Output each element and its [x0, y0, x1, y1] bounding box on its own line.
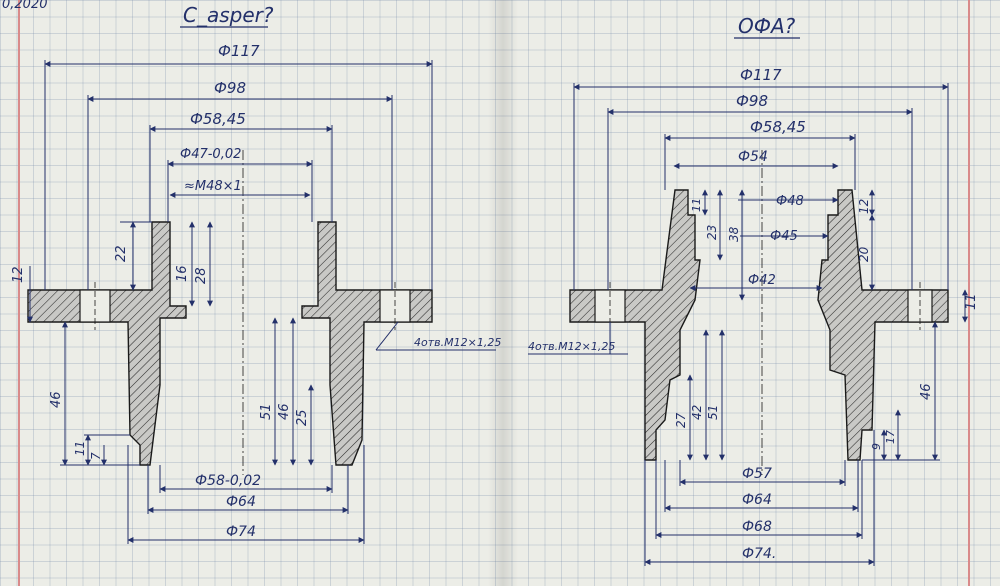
- left-dim-d64: Ф64: [226, 494, 256, 510]
- left-dim-h7: 7: [89, 452, 103, 460]
- left-part-drawing: С_asper?: [11, 3, 501, 544]
- corner-date: 0,2020: [2, 0, 48, 12]
- right-dim-h23: 23: [705, 225, 719, 240]
- right-dim-h20: 20: [857, 246, 871, 262]
- left-title: С_asper?: [183, 3, 274, 27]
- left-dim-h11: 11: [73, 441, 87, 456]
- right-dim-holes: 4отв.М12×1,25: [528, 340, 615, 353]
- right-dim-h9: 9: [870, 443, 883, 450]
- left-dim-h16: 16: [175, 265, 190, 282]
- left-dim-h46: 46: [49, 391, 64, 408]
- right-dim-d57: Ф57: [742, 466, 772, 482]
- right-dim-h11-flange: 11: [964, 293, 979, 310]
- left-dim-d74: Ф74: [226, 524, 256, 540]
- right-dim-d64: Ф64: [742, 492, 772, 508]
- right-margin-line: [968, 0, 970, 586]
- right-dim-h11-top: 11: [690, 198, 703, 212]
- left-dim-d47: Ф47-0,02: [180, 147, 241, 162]
- left-dim-holes: 4отв.М12×1,25: [414, 336, 501, 349]
- right-dim-d54: Ф54: [738, 149, 768, 165]
- right-title: ОФА?: [738, 14, 796, 38]
- left-dim-d98: Ф98: [214, 79, 246, 97]
- right-dim-d68: Ф68: [742, 519, 772, 535]
- right-dim-d117: Ф117: [740, 66, 782, 84]
- right-part-drawing: ОФА?: [528, 14, 979, 566]
- right-dim-h51: 51: [706, 405, 720, 420]
- right-dim-d74: Ф74.: [742, 546, 776, 562]
- right-dim-h12: 12: [857, 199, 871, 214]
- right-dim-d45: Ф45: [770, 229, 798, 244]
- right-dim-h42: 42: [690, 405, 704, 420]
- left-section-hatch: [27, 221, 433, 466]
- left-dim-d5845: Ф58,45: [190, 110, 246, 128]
- right-dim-d5845: Ф58,45: [750, 118, 806, 136]
- left-dim-m48: ≈M48×1: [184, 179, 242, 194]
- left-dim-d117: Ф117: [218, 42, 260, 60]
- right-dim-h38: 38: [727, 226, 741, 242]
- left-dim-h28: 28: [194, 267, 209, 284]
- right-dim-d98: Ф98: [736, 92, 768, 110]
- left-dim-h22: 22: [114, 245, 129, 262]
- right-section-hatch: [569, 189, 949, 461]
- notebook-fold: [488, 0, 518, 586]
- right-dim-h17: 17: [884, 430, 897, 444]
- left-dim-v51: 51: [259, 403, 274, 420]
- left-dim-v46: 46: [277, 403, 292, 420]
- left-dim-h12: 12: [11, 266, 26, 283]
- right-dim-h46: 46: [919, 383, 934, 400]
- right-dim-d42: Ф42: [748, 273, 776, 288]
- left-margin-line: [18, 0, 20, 586]
- left-dim-d58: Ф58-0,02: [195, 473, 261, 489]
- right-dim-h27: 27: [674, 412, 688, 428]
- left-dim-v25: 25: [295, 409, 310, 426]
- right-dim-d48: Ф48: [776, 194, 804, 209]
